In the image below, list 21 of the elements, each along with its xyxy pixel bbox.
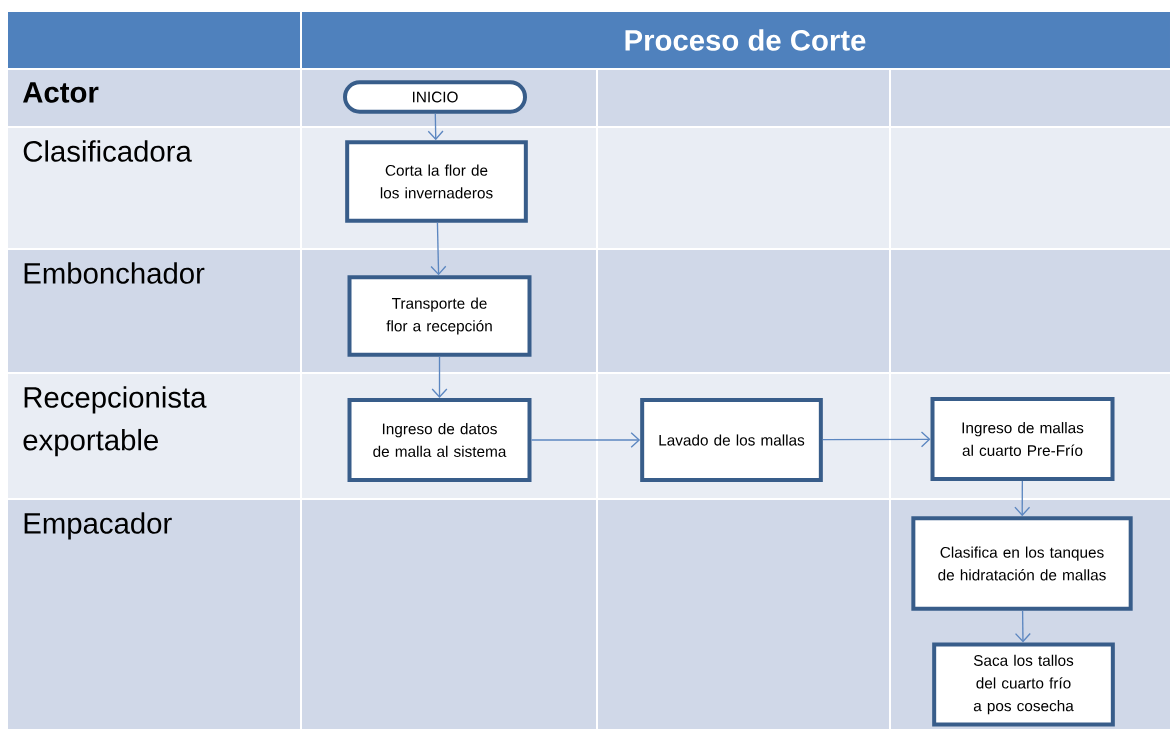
arrow (427, 113, 444, 141)
arrow (530, 432, 641, 448)
process-box: Ingreso de mallas al cuarto Pre-Frío (930, 397, 1115, 481)
process-box: Transporte de flor a recepción (347, 275, 532, 357)
arrow (822, 431, 931, 448)
process-box: Corta la flor de los invernaderos (345, 140, 528, 223)
lane-label-cell: Clasificadora (8, 128, 300, 248)
arrow (430, 222, 447, 276)
lane-label-cell: Embonchador (8, 250, 300, 372)
process-box: Clasifica en los tanques de hidratación de mallas (911, 516, 1133, 611)
lane-label-cell: Actor (8, 70, 300, 126)
arrow (1014, 610, 1031, 643)
process-box: Ingreso de datos de malla al sistema (347, 398, 532, 482)
process-box: Lavado de los mallas (640, 398, 823, 482)
arrow (431, 356, 448, 398)
process-box: Saca los tallos del cuarto frío a pos cosecha (932, 642, 1115, 727)
title-banner: Proceso de Corte (302, 12, 1170, 68)
arrow (1014, 480, 1031, 517)
lane-label-cell: Empacador (8, 500, 300, 729)
lane-label-cell: Recepcionista exportable (8, 374, 300, 498)
start-terminal: INICIO (343, 80, 527, 114)
